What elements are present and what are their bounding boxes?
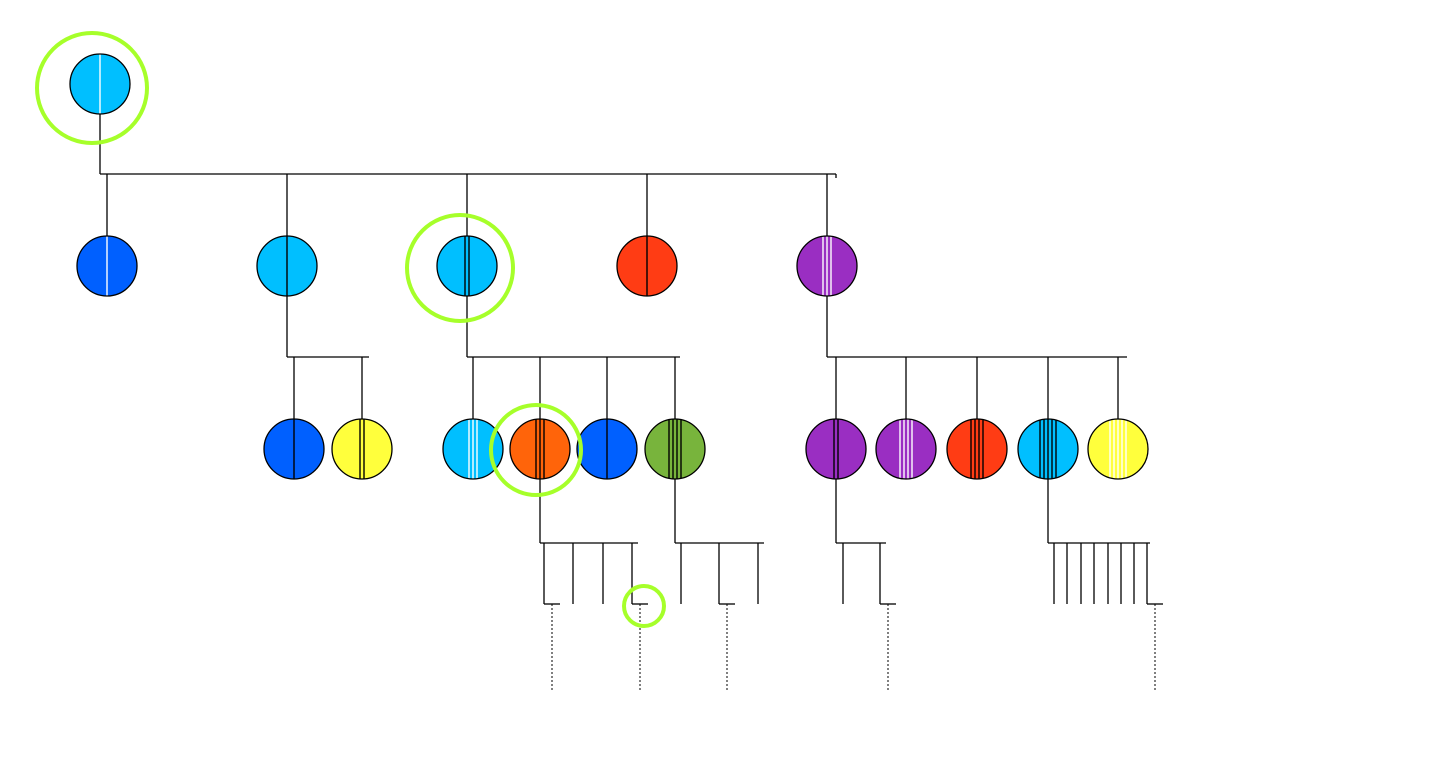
- tree-node-n2a: [263, 418, 325, 480]
- node-outline: [263, 418, 325, 480]
- node-outline: [256, 235, 318, 297]
- node-outline: [576, 418, 638, 480]
- node-outline: [76, 235, 138, 297]
- node-outline: [331, 418, 393, 480]
- tree-node-n5e: [1087, 418, 1149, 480]
- tree-node-n4: [616, 235, 678, 297]
- node-outline: [69, 53, 131, 115]
- tree-node-n5: [796, 235, 858, 297]
- tree-node-n5d: [1017, 418, 1079, 480]
- node-circle: [876, 419, 936, 479]
- tree-node-n3c: [576, 418, 638, 480]
- node-outline: [616, 235, 678, 297]
- tree-node-n5b: [875, 418, 937, 480]
- highlight-ring-n3: [405, 213, 515, 323]
- tree-node-n5c: [946, 418, 1008, 480]
- node-outline: [796, 235, 858, 297]
- node-circle: [806, 419, 866, 479]
- node-circle: [332, 419, 392, 479]
- tree-node-root: [69, 53, 131, 115]
- tree-node-n3a: [442, 418, 504, 480]
- node-outline: [436, 235, 498, 297]
- node-circle: [947, 419, 1007, 479]
- node-circle: [437, 236, 497, 296]
- tree-node-n5a: [805, 418, 867, 480]
- tree-node-n1: [76, 235, 138, 297]
- tree-node-n3d: [644, 418, 706, 480]
- node-outline: [875, 418, 937, 480]
- tree-node-n3b: [509, 418, 571, 480]
- tree-node-n2b: [331, 418, 393, 480]
- node-outline: [1087, 418, 1149, 480]
- node-outline: [442, 418, 504, 480]
- highlight-ring-root: [35, 31, 149, 145]
- highlight-ring-n3b: [489, 403, 583, 497]
- node-circle: [645, 419, 705, 479]
- tree-node-n2: [256, 235, 318, 297]
- node-outline: [946, 418, 1008, 480]
- highlight-ring-branch: [622, 584, 666, 628]
- tree-node-n3: [436, 235, 498, 297]
